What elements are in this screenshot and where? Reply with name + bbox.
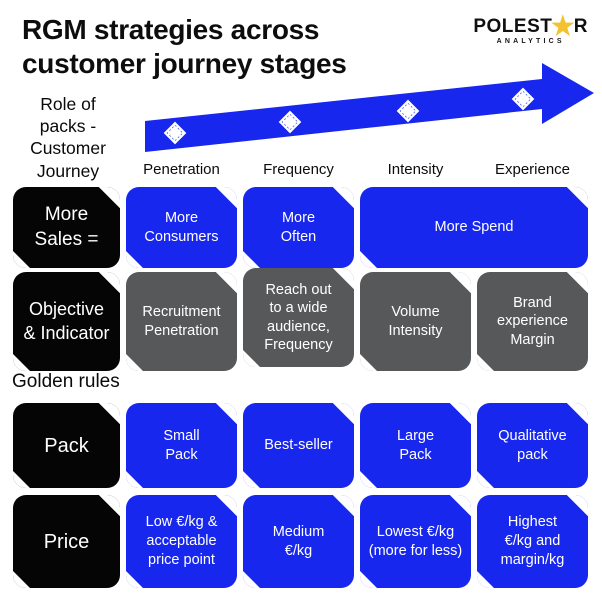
page-title: RGM strategies across customer journey s… [22, 14, 347, 79]
cell-low-price: Low €/kg & acceptable price point [126, 495, 237, 588]
stage-headers: Penetration Frequency Intensity Experien… [126, 161, 588, 178]
cell-lowest-price: Lowest €/kg (more for less) [360, 495, 471, 588]
stage-penetration: Penetration [143, 161, 220, 178]
price-row-label: Price [13, 495, 120, 588]
cell-best-seller: Best-seller [243, 403, 354, 488]
cell-more-often: More Often [243, 187, 354, 268]
cell-large-pack: Large Pack [360, 403, 471, 488]
objective-row-label: Objective & Indicator [13, 272, 120, 371]
journey-axis-label: Role of packs - Customer Journey [30, 94, 106, 181]
polestar-logo: POLEST ★ R ANALYTICS [473, 10, 588, 46]
cell-qualitative-pack: Qualitative pack [477, 403, 588, 488]
cell-more-spend: More Spend [360, 187, 588, 268]
stage-intensity: Intensity [387, 161, 444, 178]
stage-frequency: Frequency [263, 161, 334, 178]
star-icon: ★ [549, 10, 577, 43]
polestar-wordmark: POLEST ★ R [473, 10, 588, 43]
cell-reach-out: Reach out to a wide audience, Frequency [243, 268, 354, 367]
arrow-shape [145, 63, 594, 152]
stage-experience: Experience [494, 161, 571, 178]
pack-row: Pack Small Pack Best-seller Large Pack Q… [13, 403, 588, 488]
cell-recruitment-penetration: Recruitment Penetration [126, 272, 237, 371]
logo-text-left: POLEST [473, 16, 553, 37]
pack-row-label: Pack [13, 403, 120, 488]
journey-arrow [145, 63, 594, 152]
sales-row-label: More Sales = [13, 187, 120, 268]
logo-subtitle: ANALYTICS [496, 38, 565, 45]
logo-text-right: R [573, 16, 588, 37]
cell-more-consumers: More Consumers [126, 187, 237, 268]
price-row: Price Low €/kg & acceptable price point … [13, 495, 588, 588]
cell-volume-intensity: Volume Intensity [360, 272, 471, 371]
cell-small-pack: Small Pack [126, 403, 237, 488]
cell-highest-price: Highest €/kg and margin/kg [477, 495, 588, 588]
golden-rules-heading: Golden rules [12, 371, 120, 392]
cell-brand-experience: Brand experience Margin [477, 272, 588, 371]
sales-row: More Sales = More Consumers More Often M… [13, 187, 588, 268]
cell-medium-price: Medium €/kg [243, 495, 354, 588]
objective-row: Objective & Indicator Recruitment Penetr… [13, 268, 588, 371]
